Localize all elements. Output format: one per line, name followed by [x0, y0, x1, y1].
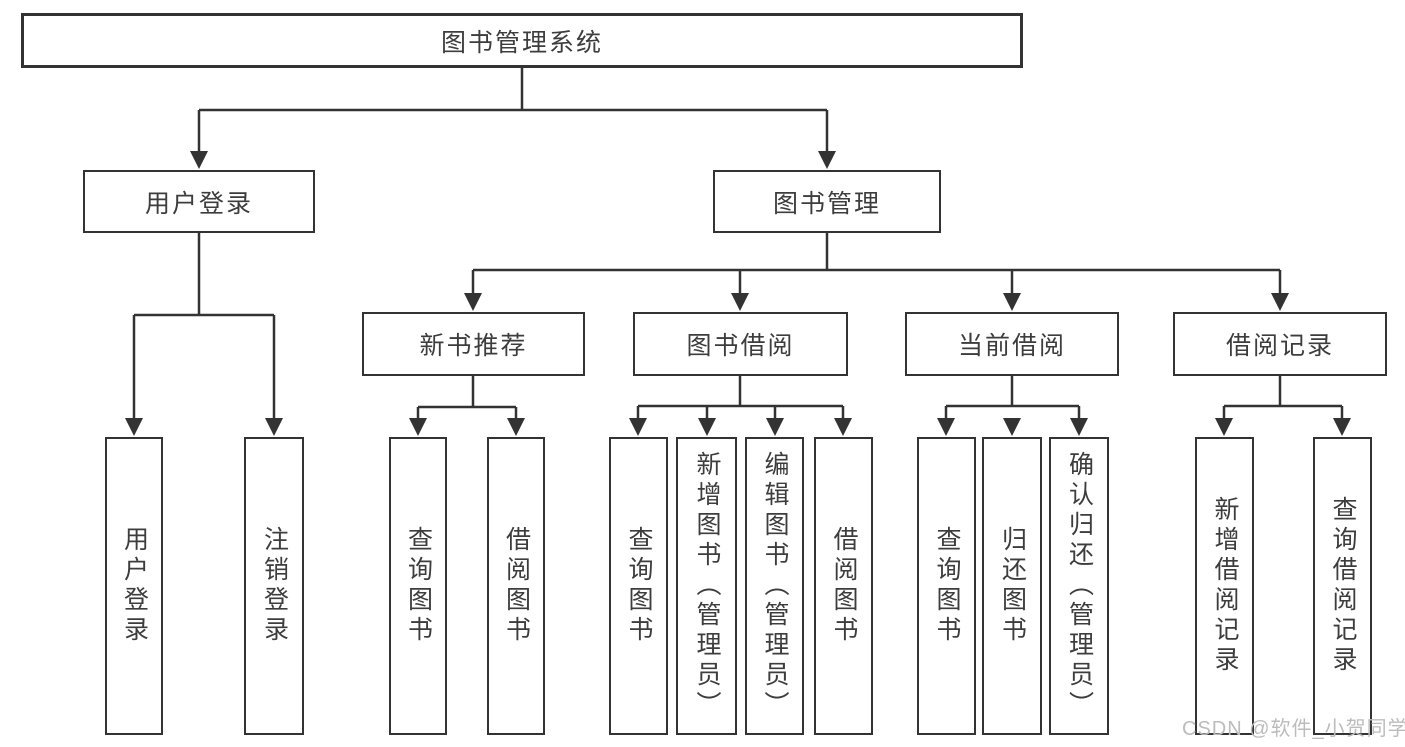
node-book-borrowing: 图书借阅 [633, 312, 848, 376]
leaf-query-books-recommend: 查询图书 [389, 437, 447, 735]
csdn-watermark: CSDN @软件_小贺同学 [1182, 718, 1405, 740]
leaf-borrow-books: 借阅图书 [814, 437, 873, 735]
leaf-query-books-current: 查询图书 [917, 437, 976, 735]
leaf-query-borrow-record: 查询借阅记录 [1313, 437, 1372, 735]
leaf-query-books-borrow: 查询图书 [609, 437, 668, 735]
node-current-borrowing: 当前借阅 [905, 312, 1119, 376]
leaf-confirm-return-admin: 确认归还（管理员） [1049, 437, 1109, 735]
leaf-return-books: 归还图书 [982, 437, 1042, 735]
leaf-add-books-admin: 新增图书（管理员） [676, 437, 737, 735]
leaf-borrow-books-recommend: 借阅图书 [487, 437, 545, 735]
node-new-book-recommend: 新书推荐 [362, 312, 585, 376]
leaf-user-login: 用户登录 [105, 437, 163, 735]
leaf-edit-books-admin: 编辑图书（管理员） [745, 437, 804, 735]
node-user-login: 用户登录 [83, 170, 315, 233]
node-book-management: 图书管理 [713, 170, 941, 233]
node-borrowing-records: 借阅记录 [1173, 312, 1387, 376]
node-library-management-system: 图书管理系统 [21, 13, 1023, 68]
leaf-add-borrow-record: 新增借阅记录 [1195, 437, 1254, 735]
leaf-logout: 注销登录 [244, 437, 304, 735]
